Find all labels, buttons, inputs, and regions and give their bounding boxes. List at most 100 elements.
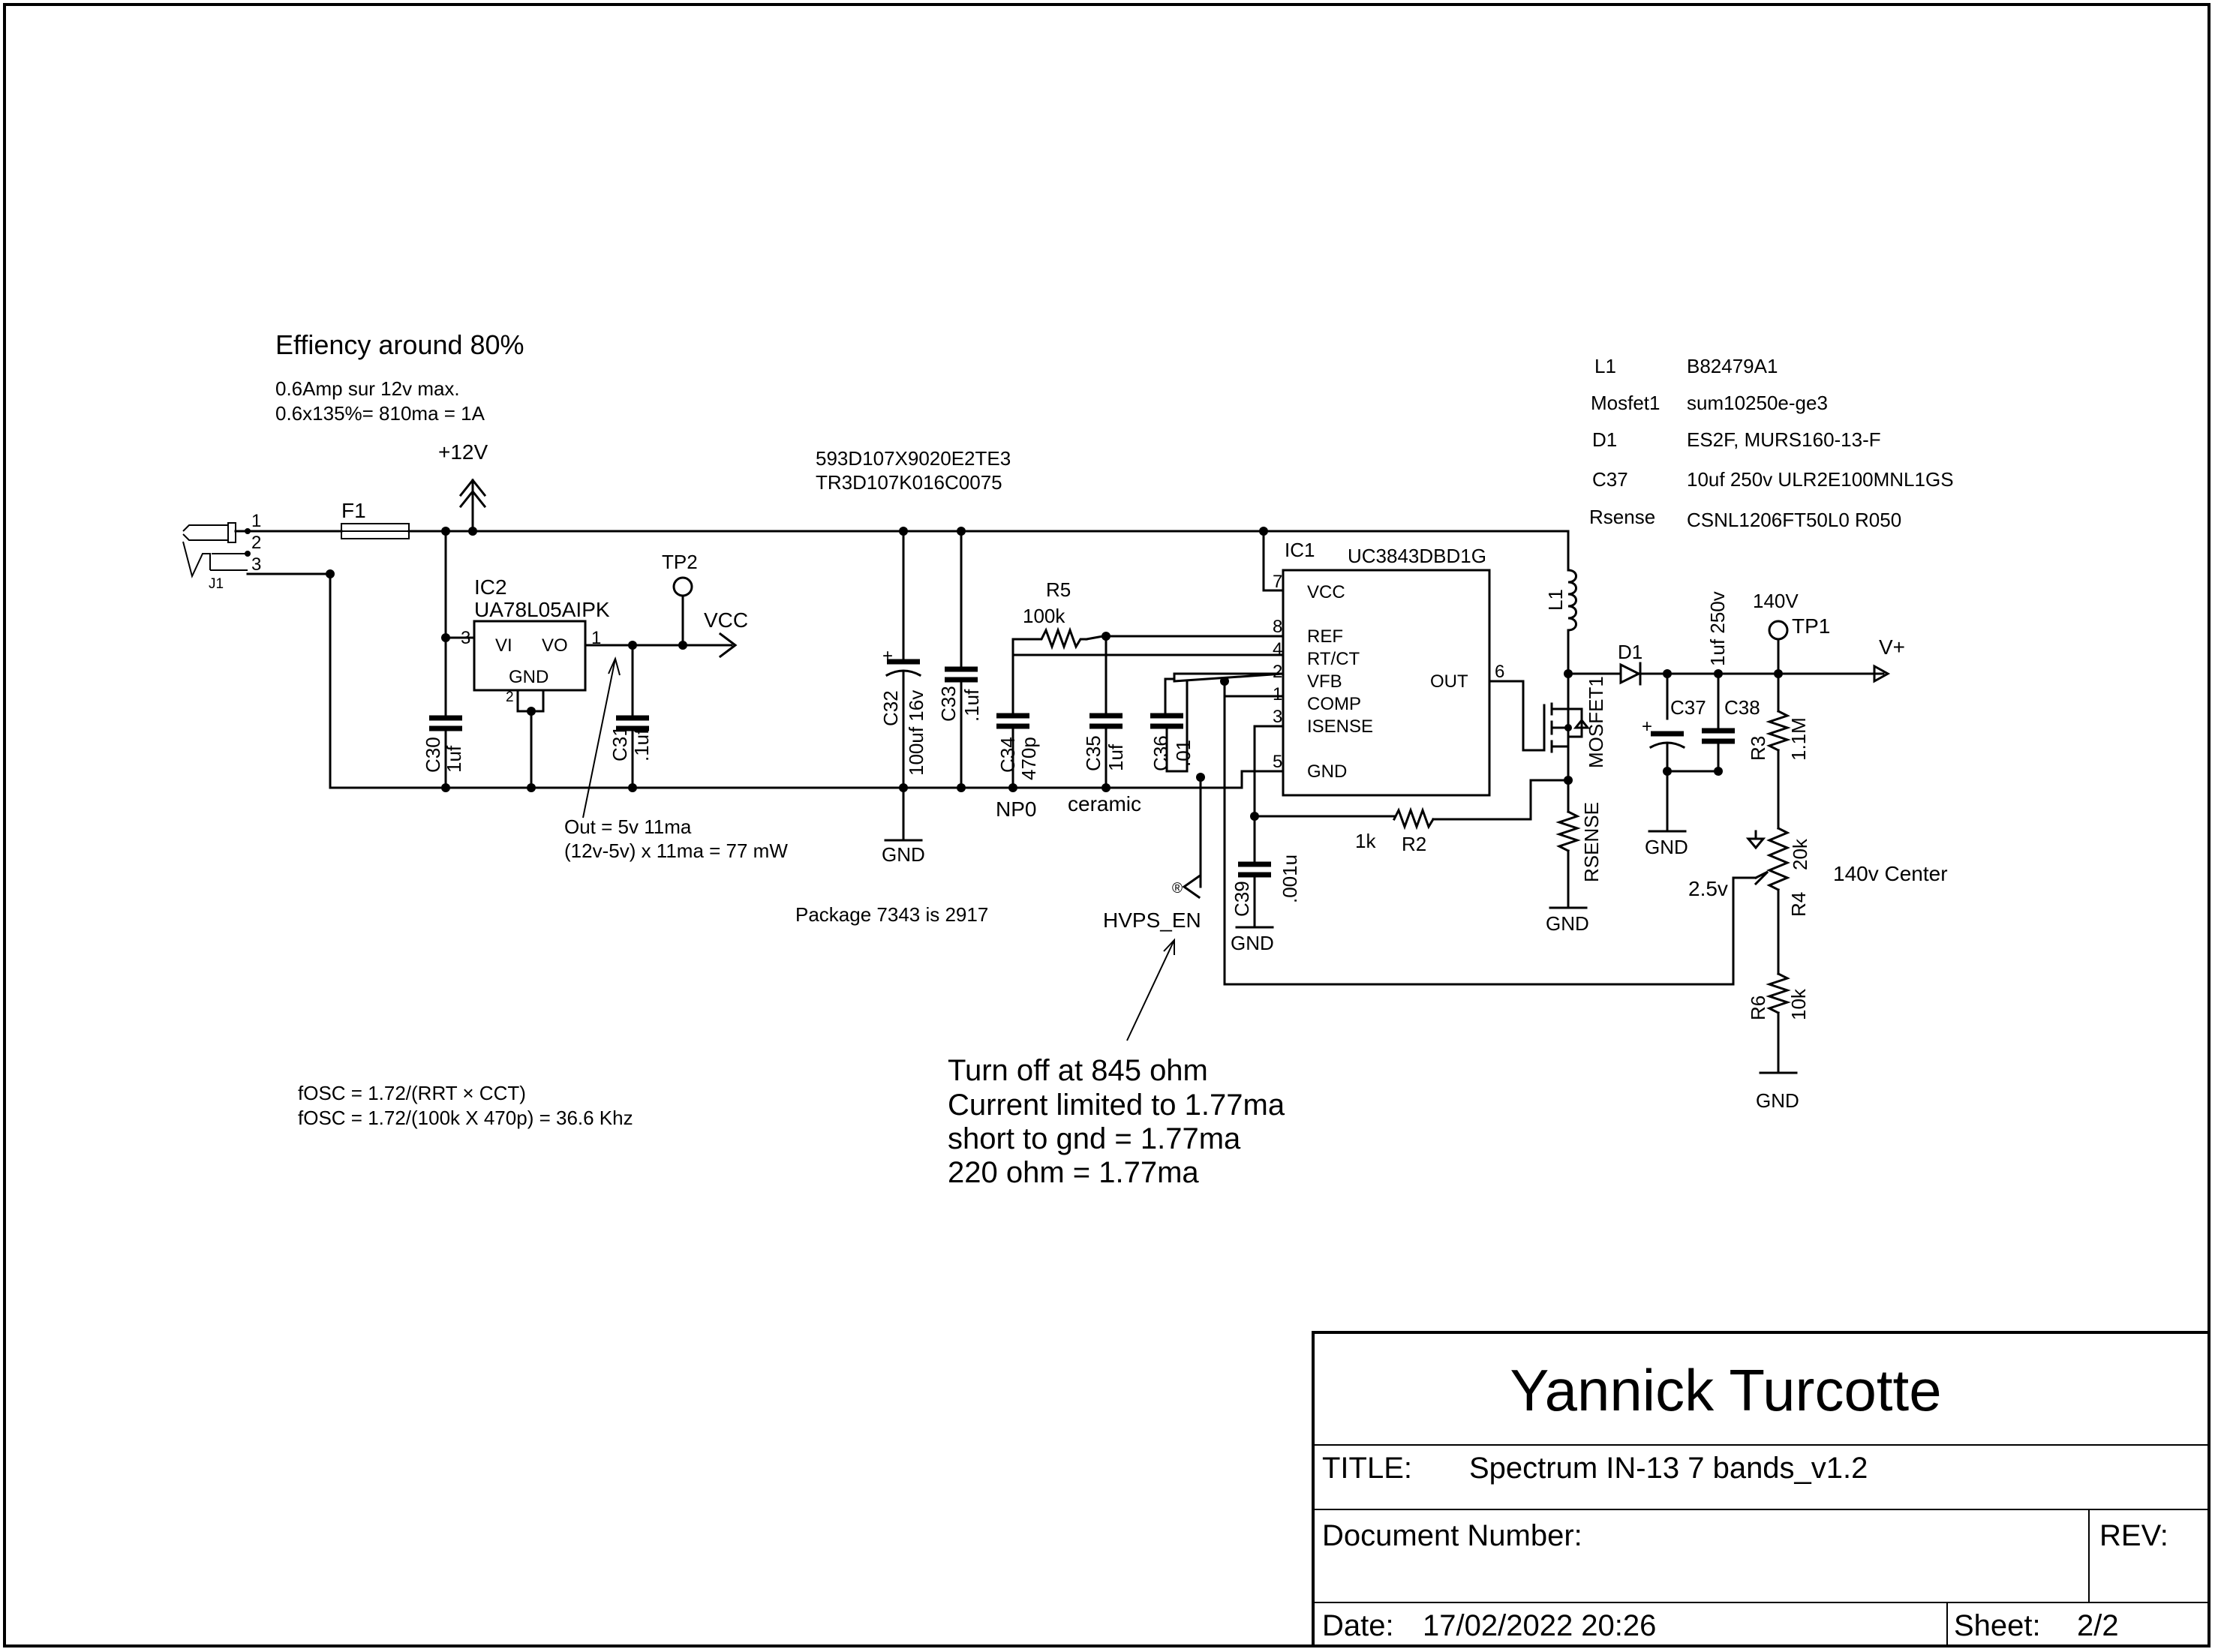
ic2-vo: VO: [542, 635, 568, 656]
parts-ref-l1: L1: [1594, 355, 1616, 377]
title-block-author: Yannick Turcotte: [1510, 1357, 1941, 1423]
vplus-port: V+: [1873, 635, 1905, 683]
amp-note: 0.6Amp sur 12v max.: [275, 377, 460, 400]
c38-ref: C38: [1724, 696, 1760, 719]
c38-value: 1uf 250v: [1706, 591, 1729, 666]
calc-note: 0.6x135%= 810ma = 1A: [275, 402, 485, 425]
c39-value: .001u: [1279, 855, 1301, 903]
title-block-sheet: 2/2: [2077, 1609, 2119, 1642]
parts-ref-mosfet: Mosfet1: [1591, 392, 1660, 414]
ic2-vi: VI: [495, 635, 512, 656]
ic1-pin-name-ref: REF: [1307, 626, 1343, 647]
parts-value-rsense: CSNL1206FT50L0 R050: [1687, 509, 1901, 531]
ic1-pin-name-out: OUT: [1430, 671, 1468, 692]
ic1-pin-num-6: 6: [1495, 662, 1504, 682]
c35-ref: C35: [1082, 735, 1104, 771]
j1-jack: J1 1 2 3: [182, 511, 261, 592]
cap-c34: C34 470p: [996, 713, 1040, 789]
ic2-ref: IC2: [474, 575, 507, 599]
r3-value: 1.1M: [1787, 717, 1810, 761]
hvps-note-4: 220 ohm = 1.77ma: [948, 1156, 1199, 1189]
r4-ref: R4: [1787, 892, 1810, 917]
gnd-rsense: GND: [1546, 906, 1589, 935]
svg-text:GND: GND: [1645, 836, 1688, 858]
gnd-c39: GND: [1231, 926, 1274, 954]
center-note: 140v Center: [1833, 862, 1948, 885]
c30-ref: C30: [422, 737, 444, 773]
ic1-pin-num-7: 7: [1273, 572, 1282, 592]
r3-ref: R3: [1747, 736, 1769, 761]
c30-value: 1uf: [443, 745, 465, 773]
tp2-label: TP2: [662, 551, 698, 573]
r2-value: 1k: [1355, 830, 1376, 852]
np0-note: NP0: [996, 797, 1036, 821]
ic1-pin-name-isense: ISENSE: [1307, 716, 1373, 737]
title-block-date: 17/02/2022 20:26: [1423, 1609, 1656, 1642]
mosfet-q1: MOSFET1: [1543, 676, 1607, 768]
out-note-arrowhead: [608, 656, 621, 676]
hvps-note-pointer: [1126, 939, 1175, 1041]
ic1-pin-num-2: 2: [1273, 662, 1282, 682]
ic1-part: UC3843DBD1G: [1348, 545, 1486, 567]
tp1-testpoint: TP1 140V: [1753, 590, 1830, 675]
ic1-pin-name-vcc: VCC: [1307, 582, 1345, 602]
c34-ref: C34: [996, 737, 1019, 773]
c39-ref: C39: [1231, 881, 1253, 917]
svg-text:+: +: [1642, 716, 1652, 737]
parts-value-d1: ES2F, MURS160-13-F: [1687, 428, 1881, 451]
title-block-date-label: Date:: [1322, 1609, 1394, 1642]
svg-text:®: ®: [1172, 881, 1183, 897]
svg-text:GND: GND: [1231, 932, 1274, 954]
efficiency-note: Effiency around 80%: [275, 329, 524, 360]
cap-part-note-2: TR3D107K016C0075: [816, 471, 1002, 494]
hvps-note-arrowhead: [1163, 938, 1175, 955]
title-block: Yannick Turcotte TITLE: Spectrum IN-13 7…: [1312, 1331, 2210, 1647]
cap-c32: + C32 100uf 16v: [879, 646, 927, 842]
cap-c35: C35 1uf: [1082, 713, 1127, 789]
c36-value: .01: [1172, 740, 1195, 767]
title-block-title: Spectrum IN-13 7 bands_v1.2: [1469, 1452, 1868, 1485]
ic1-pin-num-4: 4: [1273, 639, 1282, 659]
tp1-voltage: 140V: [1753, 590, 1799, 612]
cap-c31: C31 .1uf: [609, 715, 653, 789]
c32-ref: C32: [879, 690, 902, 726]
resistor-r2: 1k R2: [1355, 806, 1435, 855]
d1-ref: D1: [1618, 641, 1642, 663]
j1-label: J1: [209, 576, 224, 592]
cap-c30: C30 1uf: [422, 715, 465, 789]
fosc-note-2: fOSC = 1.72/(100k X 470p) = 36.6 Khz: [298, 1107, 633, 1129]
ic1-pin-name-comp: COMP: [1307, 694, 1361, 714]
gnd-r6: GND: [1756, 1071, 1799, 1112]
svg-text:GND: GND: [1546, 912, 1589, 935]
hvps-en-label: HVPS_EN: [1103, 909, 1201, 932]
ic2-regulator: IC2 UA78L05AIPK VI VO GND 3 1 2: [461, 575, 610, 705]
r4-value: 20k: [1789, 838, 1811, 870]
j1-pin2: 2: [251, 533, 261, 553]
gnd-c32: GND: [882, 839, 925, 866]
l1-ref: L1: [1544, 589, 1567, 611]
out-note-1: Out = 5v 11ma: [564, 815, 692, 838]
c31-value: .1uf: [630, 728, 653, 761]
cap-part-note-1: 593D107X9020E2TE3: [816, 447, 1011, 470]
c33-value: .1uf: [960, 689, 983, 722]
rsense-ref: RSENSE: [1580, 802, 1603, 882]
f1-label: F1: [341, 499, 366, 522]
supply-12v-label: +12V: [438, 440, 488, 464]
potentiometer-r4: R4 20k: [1745, 826, 1811, 917]
r5-value: 100k: [1023, 605, 1065, 627]
r5-ref: R5: [1046, 578, 1071, 601]
diode-d1: D1: [1618, 641, 1642, 686]
tp1-label: TP1: [1792, 614, 1830, 638]
hvps-note-2: Current limited to 1.77ma: [948, 1089, 1285, 1122]
cap-c37: + C37: [1642, 696, 1706, 749]
title-block-docnum-label: Document Number:: [1322, 1519, 1582, 1552]
inductor-l1: L1: [1544, 569, 1577, 632]
hvps-note-3: short to gnd = 1.77ma: [948, 1122, 1241, 1155]
r6-value: 10k: [1787, 988, 1810, 1020]
ic2-pin3: 3: [461, 628, 470, 648]
c36-ref: C36: [1150, 735, 1172, 771]
title-block-rev-label: REV:: [2099, 1519, 2168, 1552]
sheet-frame: [3, 3, 2210, 1647]
vcc-label: VCC: [704, 608, 748, 632]
